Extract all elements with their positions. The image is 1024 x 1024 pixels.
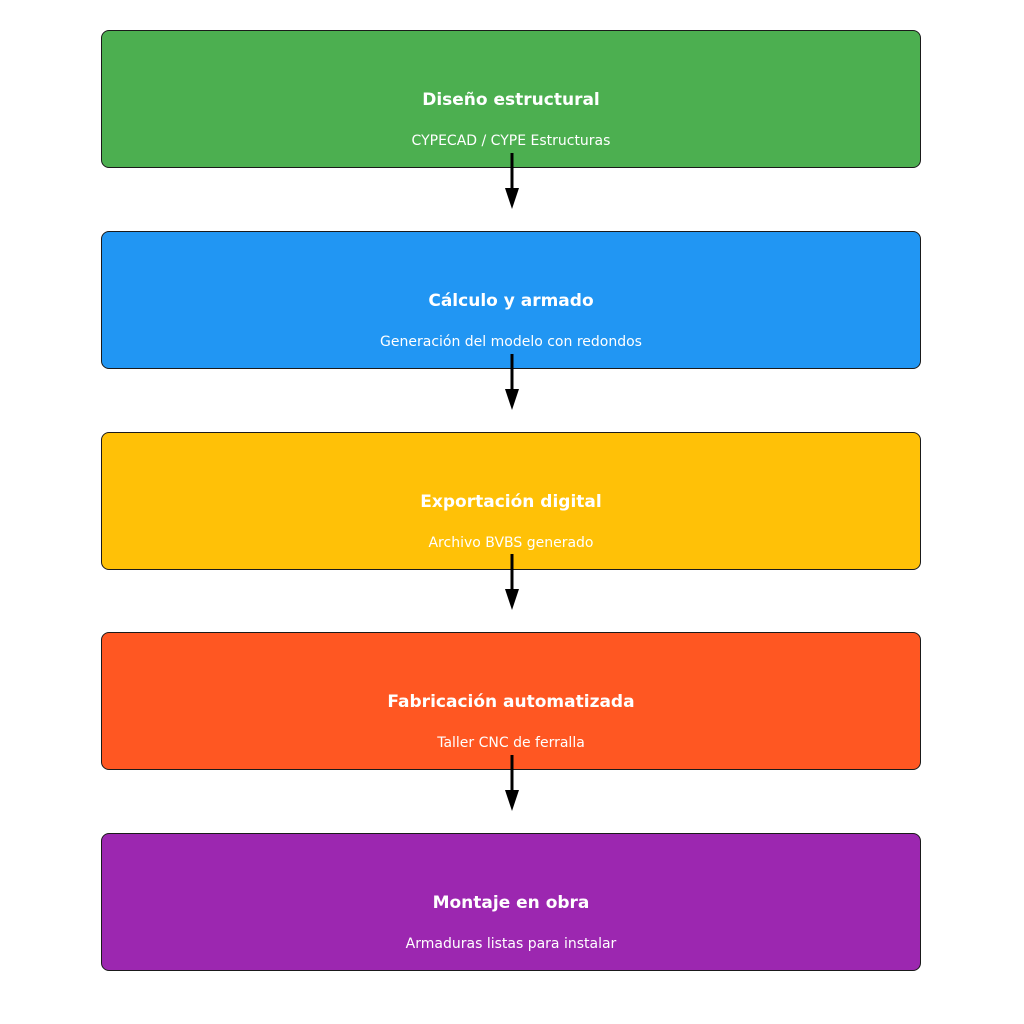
- step-subtitle: Generación del modelo con redondos: [380, 334, 642, 350]
- step-box-calculation: Cálculo y armado Generación del modelo c…: [101, 231, 921, 369]
- step-box-assembly: Montaje en obra Armaduras listas para in…: [101, 833, 921, 971]
- step-box-fabrication: Fabricación automatizada Taller CNC de f…: [101, 632, 921, 770]
- step-title: Exportación digital: [420, 492, 602, 512]
- step-subtitle: CYPECAD / CYPE Estructuras: [411, 133, 611, 149]
- step-subtitle: Armaduras listas para instalar: [405, 936, 617, 952]
- step-title: Fabricación automatizada: [387, 692, 635, 712]
- step-subtitle: Archivo BVBS generado: [428, 535, 594, 551]
- step-box-export: Exportación digital Archivo BVBS generad…: [101, 432, 921, 570]
- step-title: Diseño estructural: [422, 90, 600, 110]
- step-title: Montaje en obra: [432, 893, 590, 913]
- step-box-design: Diseño estructural CYPECAD / CYPE Estruc…: [101, 30, 921, 168]
- step-title: Cálculo y armado: [428, 291, 594, 311]
- step-subtitle: Taller CNC de ferralla: [437, 735, 585, 751]
